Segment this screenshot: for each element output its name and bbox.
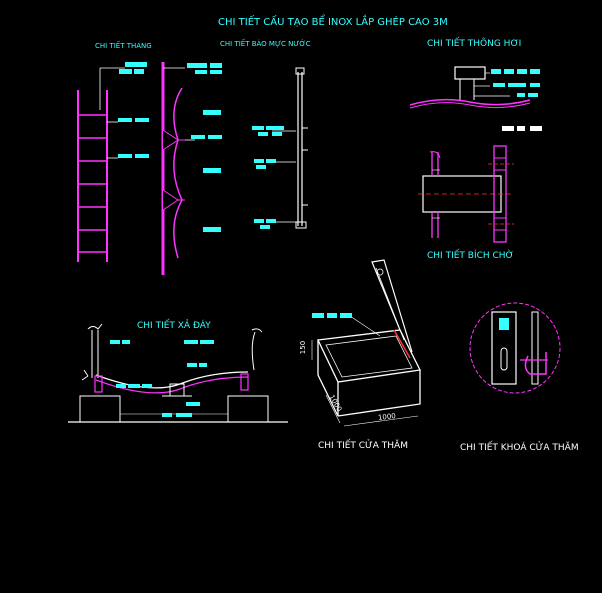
ladder-side-view [161,62,222,275]
manhole-height-dimension: 150 [299,340,308,355]
flange-detail [418,126,542,243]
ladder-detail-title: CHI TIẾT THANG [95,42,152,50]
level-gauge-detail [252,67,308,229]
manhole-detail [311,259,421,427]
vent-detail-title: CHI TIẾT THÔNG HƠI [427,39,522,49]
sheet-title: CHI TIẾT CẤU TẠO BỂ INOX LẮP GHÉP CAO 3M [218,17,448,28]
flange-detail-title: CHI TIẾT BÍCH CHỜ [427,251,514,261]
manhole-lock-detail-title: CHI TIẾT KHOÁ CỬA THĂM [460,443,579,453]
ladder-detail [77,62,149,262]
drain-detail-title: CHI TIẾT XẢ ĐÁY [137,321,211,331]
drain-detail [68,323,288,423]
manhole-lock-detail [469,302,561,394]
manhole-detail-title: CHI TIẾT CỬA THĂM [318,441,408,451]
level-gauge-detail-title: CHI TIẾT BÁO MỰC NƯỚC [220,40,311,48]
vent-detail [409,66,540,109]
